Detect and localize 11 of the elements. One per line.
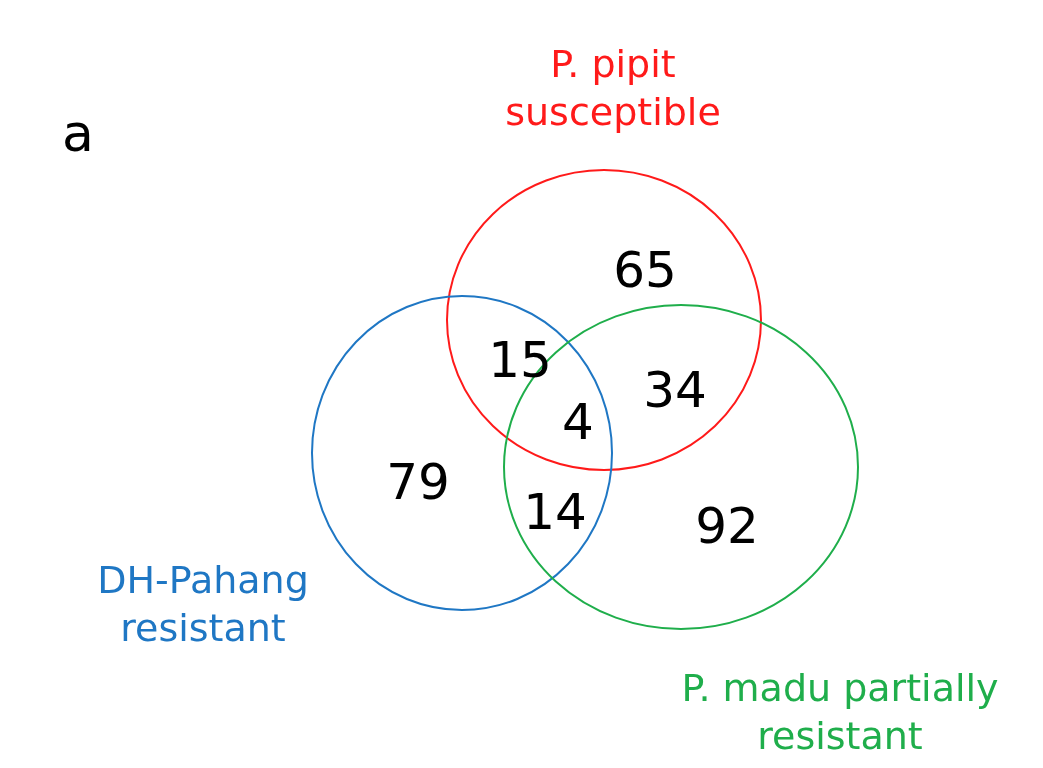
panel-letter: a <box>62 103 94 163</box>
set-label: DH-Pahang resistant <box>96 557 310 652</box>
set-label: P. pipit susceptible <box>504 41 722 136</box>
set-label: P. madu partially resistant <box>680 665 1000 760</box>
count-value: 4 <box>562 393 594 451</box>
count-value: 34 <box>643 361 707 419</box>
count-value: 92 <box>695 497 759 555</box>
count-value: 65 <box>613 241 677 299</box>
count-value: 79 <box>386 453 450 511</box>
count-value: 15 <box>488 331 552 389</box>
count-value: 14 <box>523 483 587 541</box>
